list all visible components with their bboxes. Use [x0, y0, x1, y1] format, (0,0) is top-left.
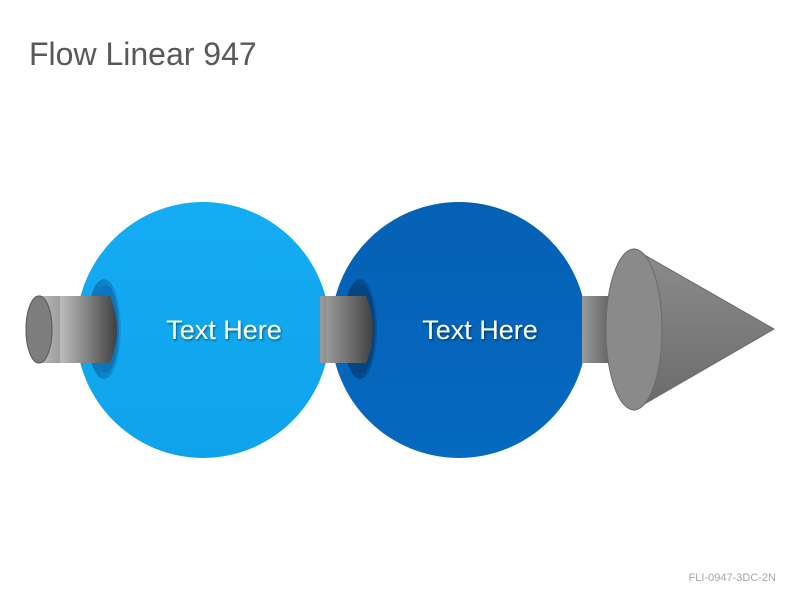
slide-code: FLI-0947-3DC-2N — [688, 572, 776, 584]
slide-title: Flow Linear 947 — [29, 36, 257, 72]
arrow-head — [605, 248, 776, 411]
pipe-into-step-1 — [60, 296, 117, 363]
step-1-label: Text Here — [166, 315, 282, 345]
pipe-left-cap — [25, 295, 53, 364]
step-2-label: Text Here — [422, 315, 538, 345]
pipe-into-step-2 — [326, 296, 373, 363]
step-2-sphere — [331, 202, 587, 458]
step-1-sphere — [76, 202, 330, 458]
